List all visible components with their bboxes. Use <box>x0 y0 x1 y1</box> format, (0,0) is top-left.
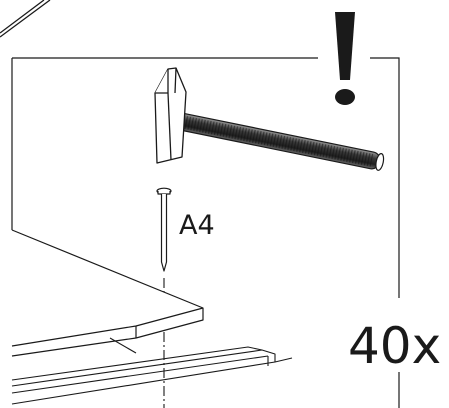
quantity-label-background <box>344 303 449 369</box>
cabinet-corner-fragment <box>0 0 51 38</box>
exclamation-mark-icon <box>335 12 355 105</box>
nail-icon <box>156 187 172 272</box>
hammer-handle <box>171 112 385 171</box>
quantity-label: 40x <box>348 317 441 375</box>
part-label: A4 <box>179 210 215 241</box>
hammer-head <box>154 67 187 164</box>
detail-frame <box>11 57 400 408</box>
cabinet-rail <box>11 337 293 405</box>
hammer-icon <box>154 67 385 171</box>
cabinet-panel <box>11 229 204 357</box>
